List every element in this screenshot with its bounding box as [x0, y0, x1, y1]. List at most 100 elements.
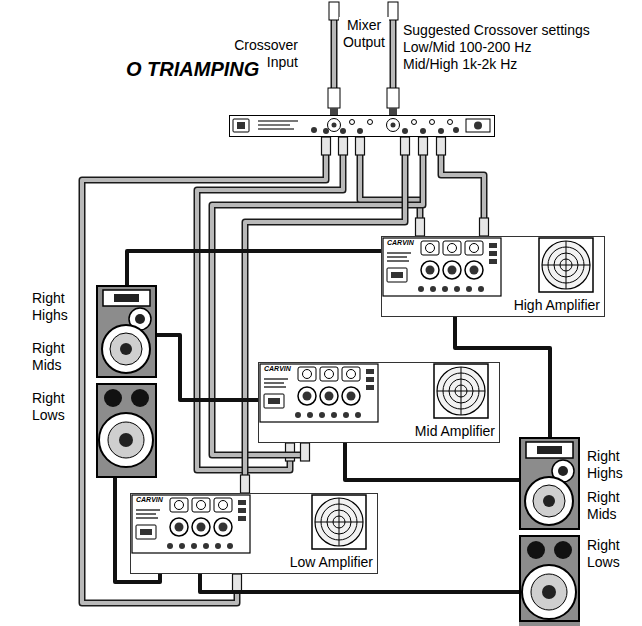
speaker-label: Right Lows: [32, 390, 78, 424]
crossover-panel: [258, 124, 290, 126]
settings-note: Mid/High 1k-2k Hz: [403, 56, 517, 73]
signal-cable: [197, 137, 348, 470]
amplifier-box: Low Amplifier: [130, 493, 378, 574]
crossover-panel: [229, 115, 495, 137]
cooling-fan: [539, 238, 593, 292]
crossover-unit: Crossover Input: [229, 115, 495, 137]
speaker-box: Right HighsRight Mids: [96, 285, 157, 378]
speaker-label: Right Highs: [32, 290, 78, 324]
signal-cable: [241, 137, 410, 493]
speaker-box: Right Lows: [519, 535, 580, 622]
crossover-panel: [311, 127, 317, 133]
cable-jacket: [82, 137, 326, 603]
crossover-panel: [448, 120, 453, 125]
settings-note: Suggested Crossover settings: [403, 22, 590, 39]
crossover-panel: [420, 128, 426, 134]
crossover-panel: [350, 120, 355, 125]
cable-jacket: [441, 137, 484, 236]
amplifier-panel: [383, 238, 501, 296]
speaker-cable: [345, 443, 519, 480]
amplifier-panel: [260, 364, 378, 422]
brand-mark: CARVIN: [136, 496, 163, 504]
cable-label: Mixer Output: [339, 17, 389, 51]
crossover-panel: [350, 120, 453, 125]
speaker-box: Right HighsRight Mids: [519, 437, 580, 530]
diagram-title: O TRIAMPING: [126, 57, 259, 81]
mixer-cable: [329, 2, 339, 20]
crossover-panel: [332, 123, 337, 128]
speaker-cable: [455, 317, 550, 437]
mixer-cable: [389, 108, 397, 115]
mixer-cable: [330, 108, 338, 115]
cooling-fan: [312, 495, 366, 549]
cable-jacket: [197, 137, 343, 470]
speaker-cable: [157, 335, 258, 400]
cable-plug: [401, 137, 410, 155]
crossover-panel: [368, 120, 373, 125]
crossover-panel: [466, 119, 490, 132]
mixer-cable: [388, 2, 398, 20]
speaker-label: Right Mids: [32, 340, 78, 374]
speaker-cable: [127, 251, 381, 285]
signal-cable: [82, 137, 326, 603]
crossover-panel: [340, 128, 346, 134]
crossover-panel: [311, 127, 459, 134]
cable-plug: [301, 443, 310, 461]
signal-cable: [197, 137, 343, 470]
crossover-panel: [328, 119, 341, 132]
cable-plug: [339, 137, 348, 155]
crossover-panel: [387, 119, 400, 132]
mixer-cable: [332, 20, 336, 90]
crossover-panel: [258, 128, 294, 130]
signal-cable: [82, 137, 331, 603]
speaker-cabinet: [519, 535, 580, 626]
crossover-panel: [357, 128, 363, 134]
signal-cable: [437, 137, 489, 236]
speaker-cabinet: [519, 437, 580, 530]
crossover-panel: [412, 120, 417, 125]
cable-plug: [233, 574, 242, 592]
crossover-panel: [237, 122, 245, 129]
crossover-panel: [391, 123, 396, 128]
amplifier-box: Mid Amplifier: [258, 362, 500, 443]
cable-plug: [437, 137, 446, 155]
mixer-cable: [391, 20, 395, 90]
crossover-panel: [258, 120, 298, 122]
speaker-cable: [200, 574, 519, 592]
amplifier-label: Mid Amplifier: [415, 423, 495, 440]
speaker-label: Right Highs: [587, 448, 633, 482]
signal-cable: [441, 137, 484, 236]
mixer-cable: [387, 88, 399, 108]
cooling-fan: [434, 364, 488, 418]
amplifier-panel: [132, 495, 250, 553]
crossover-panel: [233, 119, 249, 132]
speaker-box: Right Lows: [96, 383, 157, 478]
amplifier-label: Low Amplifier: [290, 554, 373, 571]
settings-note: Low/Mid 100-200 Hz: [403, 39, 531, 56]
speaker-cable: [200, 574, 519, 592]
speaker-label: Right Lows: [587, 537, 633, 571]
cable-plug: [419, 137, 428, 155]
amplifier-label: High Amplifier: [514, 297, 600, 314]
input-label: Crossover Input: [228, 37, 298, 71]
amplifier-box: High Amplifier: [381, 236, 605, 317]
mixer-cable: [328, 2, 399, 115]
speaker-cabinet: [96, 285, 157, 378]
mixer-cable: [328, 88, 340, 108]
crossover-panel: [453, 127, 459, 133]
cable-plug: [356, 137, 365, 155]
crossover-panel: [323, 128, 329, 134]
speaker-cable: [455, 317, 550, 437]
speaker-label: Right Mids: [587, 489, 633, 523]
crossover-panel: [402, 128, 408, 134]
crossover-panel: [474, 122, 482, 130]
cable-plug: [480, 218, 489, 236]
cable-plug: [322, 137, 331, 155]
crossover-panel: [430, 120, 435, 125]
mixer-cable: [331, 20, 338, 90]
cable-plug: [416, 218, 425, 236]
crossover-panel: [438, 128, 444, 134]
speaker-cable: [127, 251, 381, 285]
speaker-cabinet: [96, 383, 157, 478]
